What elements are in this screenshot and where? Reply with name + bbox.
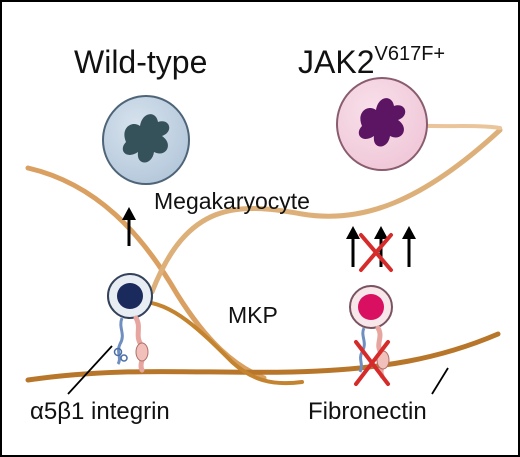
jak-nucleus <box>358 98 406 147</box>
cross-arrows <box>359 233 393 272</box>
cross-integrin <box>354 340 390 386</box>
jak-up-arrow-3 <box>402 226 416 267</box>
jak2-superscript: V617F+ <box>374 43 446 65</box>
label-mkp: MKP <box>228 302 278 328</box>
fiber-bottom <box>25 331 501 383</box>
title-jak2: JAK2V617F+ <box>298 43 446 80</box>
label-integrin: α5β1 integrin <box>30 398 170 425</box>
leader-lines <box>67 345 449 395</box>
wt-mkp <box>107 273 153 373</box>
label-fibronectin: Fibronectin <box>308 398 427 425</box>
jak-up-arrow-2 <box>374 226 388 267</box>
fiber-lower-cross <box>140 300 304 386</box>
fiber-upper-left <box>25 165 267 381</box>
wt-up-arrow <box>122 207 136 246</box>
jak2-base: JAK2 <box>298 44 375 80</box>
wt-megakaryocyte <box>102 95 190 185</box>
label-megakaryocyte: Megakaryocyte <box>154 188 310 214</box>
fibers <box>25 110 503 386</box>
title-wild-type: Wild-type <box>74 44 208 80</box>
integrin-leader <box>67 345 113 395</box>
wt-nucleus <box>122 114 170 163</box>
wt-integrin-alpha <box>116 317 124 365</box>
jak-mkp <box>349 285 393 379</box>
arrows <box>122 207 416 267</box>
jak-up-arrow-1 <box>346 226 360 267</box>
jak-megakaryocyte <box>336 77 428 171</box>
fibronectin-leader <box>431 367 449 395</box>
fiber-arc-top <box>149 127 503 295</box>
